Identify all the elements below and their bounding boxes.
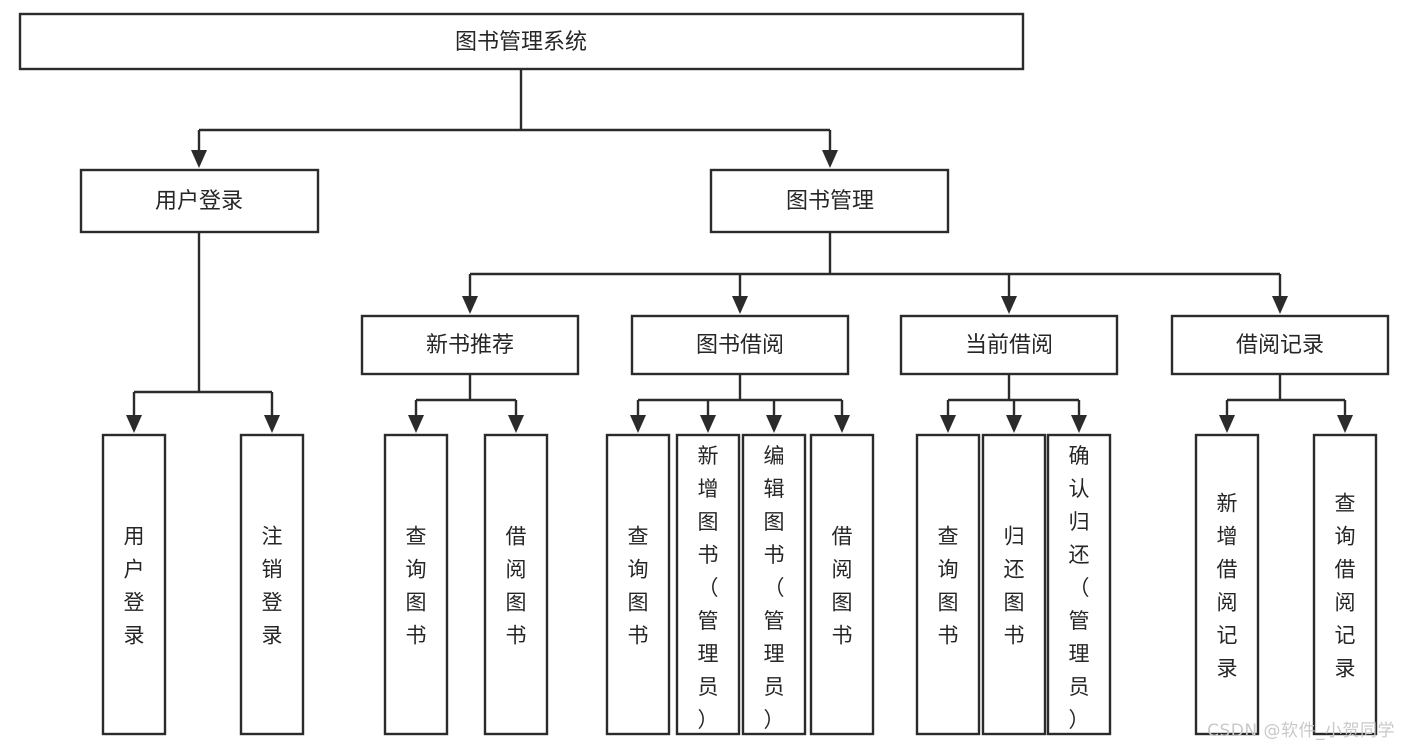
leaf-node-query-book-borrow[interactable]: 查询图书 <box>605 433 671 736</box>
arrowhead-leaf-logout <box>264 415 280 433</box>
leaf-borrow-book-label: 借阅图书 <box>832 524 853 647</box>
node-book-management-label: 图书管理 <box>786 189 874 214</box>
leaf-logout-label: 注销登录 <box>262 524 283 647</box>
leaf-query-book-borrow-label: 查询图书 <box>628 524 649 647</box>
node-current-borrow-box[interactable] <box>899 314 1119 376</box>
leaf-borrow-book-recommend-label: 借阅图书 <box>506 524 527 647</box>
leaf-confirm-return-admin-label: 确认归还（管理员） <box>1069 444 1090 732</box>
node-new-book-recommend[interactable]: 新书推荐 <box>360 314 580 376</box>
connector-borrow-records-to-leaves <box>1219 374 1353 433</box>
leaf-add-book-admin-box[interactable] <box>675 433 741 736</box>
arrowhead-leaf-edit-book-admin <box>766 415 782 433</box>
leaf-node-add-borrow-record[interactable]: 新增借阅记录 <box>1194 433 1260 736</box>
leaf-return-book-box[interactable] <box>981 433 1047 736</box>
arrowhead-borrow-records <box>1272 296 1288 314</box>
node-borrow-records-label: 借阅记录 <box>1236 333 1324 358</box>
leaf-query-borrow-record-box[interactable] <box>1312 433 1378 736</box>
connector-user-login-to-leaves <box>126 232 280 433</box>
node-user-login-box[interactable] <box>79 168 320 234</box>
leaf-node-borrow-book-recommend[interactable]: 借阅图书 <box>483 433 549 736</box>
connector-root-to-level2 <box>191 69 838 168</box>
node-current-borrow[interactable]: 当前借阅 <box>899 314 1119 376</box>
arrowhead-leaf-borrow-book <box>834 415 850 433</box>
arrowhead-leaf-add-book-admin <box>700 415 716 433</box>
leaf-node-user-login[interactable]: 用户登录 <box>101 433 167 736</box>
arrowhead-leaf-return-book <box>1006 415 1022 433</box>
leaf-query-book-current-box[interactable] <box>915 433 981 736</box>
leaf-logout-box[interactable] <box>239 433 305 736</box>
leaf-node-return-book[interactable]: 归还图书 <box>981 433 1047 736</box>
node-book-borrow-box[interactable] <box>630 314 850 376</box>
csdn-watermark: CSDN @软件_小贺同学 <box>1207 721 1395 741</box>
leaf-query-book-recommend-box[interactable] <box>383 433 449 736</box>
leaf-user-login-label: 用户登录 <box>124 524 145 647</box>
arrowhead-book-borrow <box>732 296 748 314</box>
leaf-node-query-book-current[interactable]: 查询图书 <box>915 433 981 736</box>
leaf-add-book-admin-label: 新增图书（管理员） <box>698 444 719 732</box>
leaf-node-add-book-admin[interactable]: 新增图书（管理员） <box>675 433 741 736</box>
arrowhead-new-book-recommend <box>462 296 478 314</box>
arrowhead-leaf-query-book-current <box>940 415 956 433</box>
leaf-add-borrow-record-label: 新增借阅记录 <box>1217 491 1238 680</box>
node-user-login[interactable]: 用户登录 <box>79 168 320 234</box>
node-borrow-records-box[interactable] <box>1170 314 1390 376</box>
leaf-node-query-borrow-record[interactable]: 查询借阅记录 <box>1312 433 1378 736</box>
arrowhead-leaf-query-borrow-record <box>1337 415 1353 433</box>
node-book-management-box[interactable] <box>709 168 950 234</box>
node-new-book-recommend-box[interactable] <box>360 314 580 376</box>
leaf-node-query-book-recommend[interactable]: 查询图书 <box>383 433 449 736</box>
leaf-node-edit-book-admin[interactable]: 编辑图书（管理员） <box>741 433 807 736</box>
leaf-node-confirm-return-admin[interactable]: 确认归还（管理员） <box>1046 433 1112 736</box>
leaf-node-logout[interactable]: 注销登录 <box>239 433 305 736</box>
leaf-confirm-return-admin-box[interactable] <box>1046 433 1112 736</box>
arrowhead-user-login <box>191 150 207 168</box>
leaf-borrow-book-box[interactable] <box>809 433 875 736</box>
node-book-management[interactable]: 图书管理 <box>709 168 950 234</box>
leaf-query-book-recommend-label: 查询图书 <box>406 524 427 647</box>
node-root-box[interactable] <box>18 12 1025 71</box>
leaf-query-borrow-record-label: 查询借阅记录 <box>1335 491 1356 680</box>
arrowhead-leaf-user-login <box>126 415 142 433</box>
arrowhead-leaf-query-book-recommend <box>408 415 424 433</box>
arrowhead-current-borrow <box>1001 296 1017 314</box>
leaf-borrow-book-recommend-box[interactable] <box>483 433 549 736</box>
leaf-return-book-label: 归还图书 <box>1004 524 1025 647</box>
node-book-borrow-label: 图书借阅 <box>696 333 784 358</box>
arrowhead-leaf-confirm-return-admin <box>1071 415 1087 433</box>
leaf-query-book-borrow-box[interactable] <box>605 433 671 736</box>
connector-book-management-to-level3 <box>462 232 1288 314</box>
leaf-edit-book-admin-label: 编辑图书（管理员） <box>764 444 785 732</box>
node-book-borrow[interactable]: 图书借阅 <box>630 314 850 376</box>
node-borrow-records[interactable]: 借阅记录 <box>1170 314 1390 376</box>
node-root[interactable]: 图书管理系统 <box>18 12 1025 71</box>
arrowhead-book-management <box>822 150 838 168</box>
node-root-label: 图书管理系统 <box>455 30 587 55</box>
leaf-edit-book-admin-box[interactable] <box>741 433 807 736</box>
node-new-book-recommend-label: 新书推荐 <box>426 333 514 358</box>
arrowhead-leaf-query-book-borrow <box>630 415 646 433</box>
node-current-borrow-label: 当前借阅 <box>965 333 1053 358</box>
connector-book-borrow-to-leaves <box>630 374 850 433</box>
connector-layer <box>126 69 1353 433</box>
leaf-user-login-box[interactable] <box>101 433 167 736</box>
connector-current-borrow-to-leaves <box>940 374 1087 433</box>
arrowhead-leaf-add-borrow-record <box>1219 415 1235 433</box>
connector-new-book-to-leaves <box>408 374 524 433</box>
leaf-query-book-current-label: 查询图书 <box>938 524 959 647</box>
leaf-node-borrow-book[interactable]: 借阅图书 <box>809 433 875 736</box>
leaf-add-borrow-record-box[interactable] <box>1194 433 1260 736</box>
arrowhead-leaf-borrow-book-recommend <box>508 415 524 433</box>
node-user-login-label: 用户登录 <box>155 189 243 214</box>
